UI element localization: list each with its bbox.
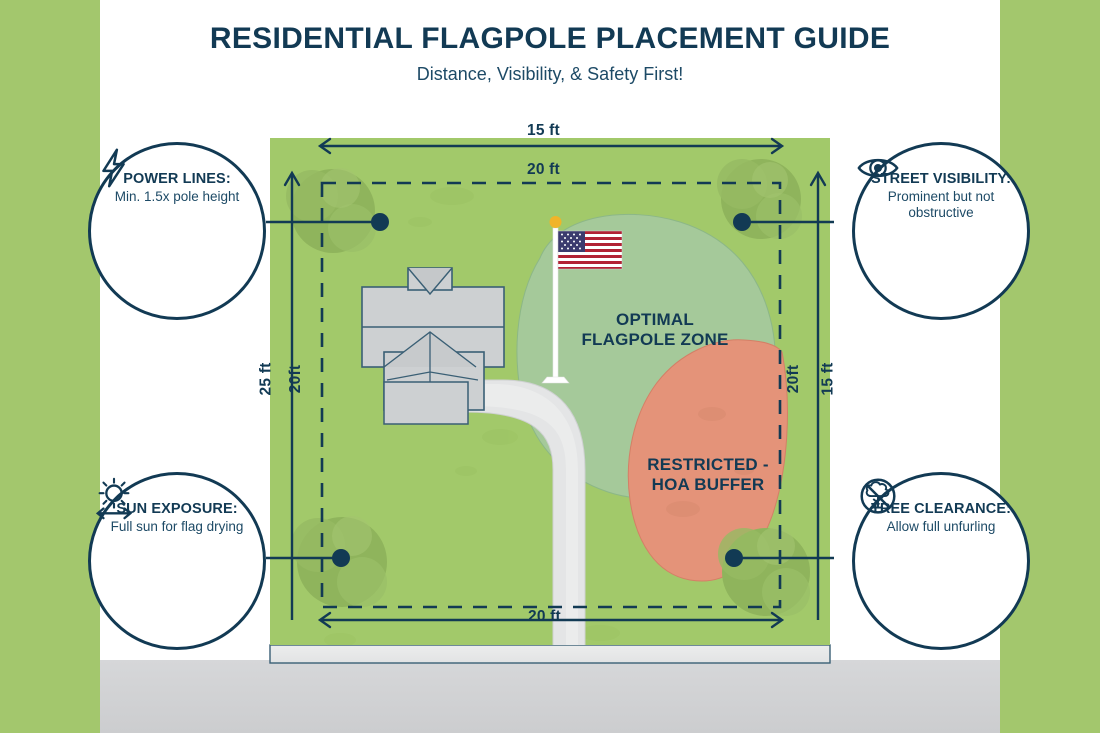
callout-power-lines-detail: Min. 1.5x pole height (114, 188, 240, 204)
dimension-top-inner: 20 ft (527, 161, 560, 178)
us-flag (557, 230, 623, 270)
callout-street-visibility-heading: STREET VISIBILITY: (870, 171, 1012, 187)
flagpole-base (541, 376, 570, 384)
callout-tree-clearance-heading: TREE CLEARANCE: (870, 501, 1012, 517)
finial-ball (549, 216, 562, 228)
callout-power-lines-heading: POWER LINES: (123, 171, 231, 187)
restricted-zone-label-line1: RESTRICTED - (647, 455, 769, 474)
dimension-left-outer: 25 ft (257, 362, 275, 396)
street (100, 660, 1000, 733)
lightning-bolt-icon (102, 148, 125, 188)
eye-icon (857, 158, 899, 178)
callout-sun-exposure-heading: SUN EXPOSURE: (116, 501, 238, 517)
callout-leader-lines (266, 220, 834, 560)
dimension-top-outer: 15 ft (527, 122, 560, 139)
dimension-left-inner: 20ft (287, 364, 305, 394)
page-title: RESIDENTIAL FLAGPOLE PLACEMENT GUIDE (209, 22, 891, 55)
tree-canopy (718, 527, 810, 616)
page-subtitle: Distance, Visibility, & Safety First! (416, 64, 684, 84)
callout-sun-exposure-detail: Full sun for flag drying (110, 518, 244, 534)
restricted-zone-label-line2: HOA BUFFER (651, 475, 765, 495)
callout-anchor-dots (332, 213, 751, 567)
callout-sun-exposure[interactable]: SUN EXPOSURE: Full sun for flag drying (88, 472, 266, 650)
optimal-zone-label: OPTIMAL FLAGPOLE ZONE (570, 310, 740, 351)
dimension-right-inner: 20ft (785, 364, 803, 394)
left-green-band (0, 0, 100, 733)
setback-dashed-boundary (320, 181, 782, 609)
callout-tree-clearance[interactable]: TREE CLEARANCE: Allow full unfurling (852, 472, 1030, 650)
dimension-arrows (283, 137, 827, 629)
optimal-zone-label-line1: OPTIMAL (616, 310, 694, 329)
restricted-zone-label: RESTRICTED - HOA BUFFER (628, 455, 788, 496)
optimal-zone-label-line2: FLAGPOLE ZONE (581, 330, 729, 350)
callout-tree-clearance-detail: Allow full unfurling (886, 518, 996, 534)
dimension-bottom: 20 ft (528, 608, 561, 625)
callout-street-visibility-detail: Prominent but not obstructive (887, 188, 995, 221)
sidewalk (269, 644, 831, 664)
no-tree-icon (860, 478, 896, 514)
right-green-band (1000, 0, 1100, 733)
sun-icon (95, 477, 133, 520)
callout-street-visibility[interactable]: STREET VISIBILITY: Prominent but not obs… (852, 142, 1030, 320)
callout-power-lines[interactable]: POWER LINES: Min. 1.5x pole height (88, 142, 266, 320)
flagpole-with-us-flag (541, 216, 623, 384)
restricted-zone-texture (666, 407, 754, 517)
dimension-right-outer: 15 ft (819, 362, 837, 396)
tree-canopy-group (286, 159, 810, 616)
restricted-hoa-buffer-zone (627, 339, 788, 582)
driveway (464, 379, 586, 645)
